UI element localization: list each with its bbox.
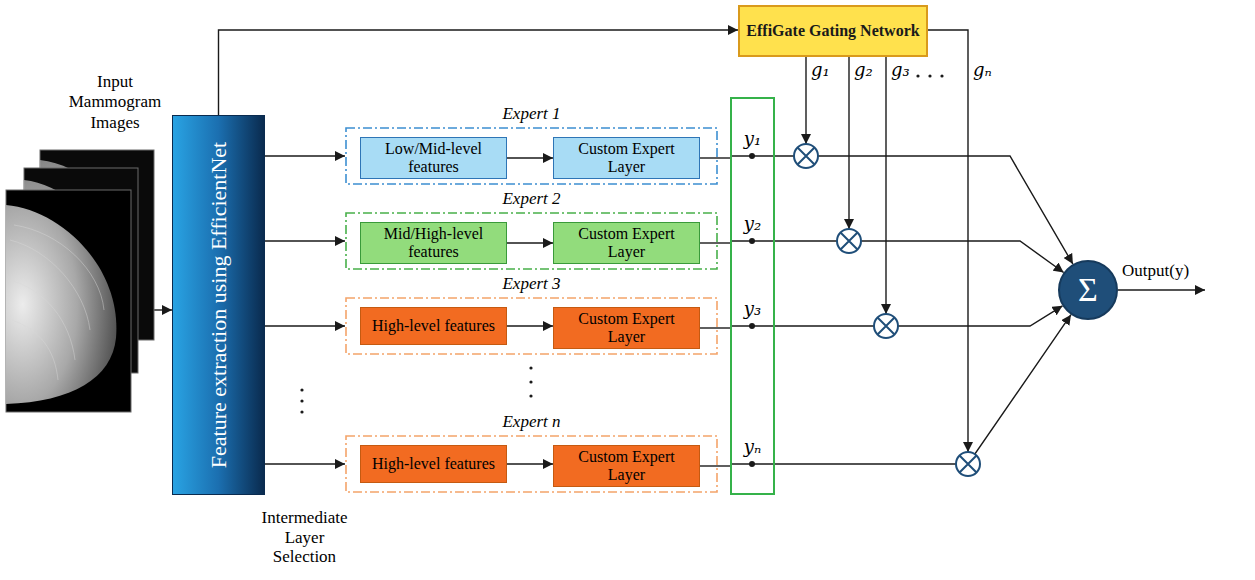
ellipsis-dots [300, 74, 943, 413]
sum-circle: Σ [1058, 260, 1118, 320]
tap-dot [749, 461, 755, 467]
gate-weight: gₙ [973, 60, 992, 81]
image-input: Input Mammogram Images [2, 72, 154, 415]
output-column: y₁ y₂ y₃ yₙ [730, 97, 775, 495]
connector [775, 156, 1073, 264]
output-label: Output(y) [1122, 261, 1189, 281]
expert-layer-box: Custom Expert Layer [553, 222, 700, 264]
expert-group: Expert 1Low/Mid-level featuresCustom Exp… [345, 127, 718, 185]
gating-lines [806, 30, 968, 452]
connector [265, 240, 345, 241]
mammogram-frame [6, 190, 131, 412]
box-label: Custom Expert Layer [558, 140, 695, 175]
gate-line [885, 57, 886, 314]
gate-line [848, 57, 849, 229]
connector [219, 30, 739, 115]
feature-box: High-level features [360, 445, 507, 483]
output-arrow [1118, 289, 1205, 291]
output-symbol: y₃ [732, 298, 773, 320]
connector [775, 315, 1071, 464]
multiply-symbol [956, 452, 980, 476]
connector [507, 242, 553, 243]
gate-weight: g₁ [811, 60, 830, 81]
box-label: Custom Expert Layer [558, 310, 695, 345]
expert-layer-box: Custom Expert Layer [553, 137, 700, 179]
box-label: Mid/High-level features [365, 225, 502, 260]
box-label: High-level features [372, 455, 495, 473]
expert-heading: Expert 1 [345, 103, 718, 125]
expert-outline-rect [346, 213, 717, 269]
gate-weight: g₃ [891, 60, 910, 81]
connector [265, 325, 345, 326]
connector [700, 465, 730, 466]
gate-line [928, 30, 968, 452]
layer-note: Intermediate Layer Selection [257, 508, 352, 567]
multiply-symbol [837, 229, 861, 253]
tap-dot [749, 238, 755, 244]
output-symbol: y₁ [732, 128, 773, 150]
output-symbol: y₂ [732, 213, 773, 235]
connector [265, 463, 345, 464]
expert-group: Expert 3High-level featuresCustom Expert… [345, 297, 718, 355]
sum-symbol: Σ [1078, 273, 1098, 307]
connector [700, 157, 730, 158]
expert-outline-rect [346, 298, 717, 354]
feature-box: High-level features [360, 307, 507, 345]
multiply-symbol [794, 144, 818, 168]
expert-layer-box: Custom Expert Layer [553, 307, 700, 349]
feature-box: Low/Mid-level features [360, 137, 507, 179]
connector [154, 309, 172, 310]
connector [507, 463, 553, 464]
connector [507, 157, 553, 158]
connector [775, 241, 1064, 272]
expert-group: Expert nHigh-level featuresCustom Expert… [345, 435, 718, 493]
connector [507, 325, 553, 326]
mammogram-texture [10, 225, 104, 380]
gating-label: EffiGate Gating Network [746, 22, 919, 40]
expert-heading: Expert 3 [345, 273, 718, 295]
box-label: Custom Expert Layer [558, 448, 695, 483]
tap-dot [749, 153, 755, 159]
feature-extractor-bar: Feature extraction using EfficientNet [172, 115, 265, 495]
input-label: Input Mammogram Images [58, 72, 172, 133]
gating-box: EffiGate Gating Network [738, 5, 928, 57]
expert-outline-rect [346, 436, 717, 492]
box-label: High-level features [372, 317, 495, 335]
expert-heading: Expert n [345, 411, 718, 433]
connector [775, 306, 1063, 326]
expert-heading: Expert 2 [345, 188, 718, 210]
feature-box: Mid/High-level features [360, 222, 507, 264]
expert-layer-box: Custom Expert Layer [553, 445, 700, 487]
mammogram-tissue [6, 205, 116, 404]
connector [700, 242, 730, 243]
multiply-symbol [874, 314, 898, 338]
expert-outline-rect [346, 128, 717, 184]
mammogram-illustration [6, 150, 154, 412]
box-label: Custom Expert Layer [558, 225, 695, 260]
gate-weight: g₂ [854, 60, 873, 81]
gate-line [805, 57, 806, 144]
output-taps [730, 153, 775, 467]
multipliers [794, 144, 980, 476]
tap-dot [749, 323, 755, 329]
output-symbol: yₙ [732, 436, 773, 458]
expert-group: Expert 2Mid/High-level featuresCustom Ex… [345, 212, 718, 270]
connector [265, 155, 345, 156]
box-label: Low/Mid-level features [365, 140, 502, 175]
bar-label: Feature extraction using EfficientNet [206, 135, 231, 475]
connector [700, 327, 730, 328]
